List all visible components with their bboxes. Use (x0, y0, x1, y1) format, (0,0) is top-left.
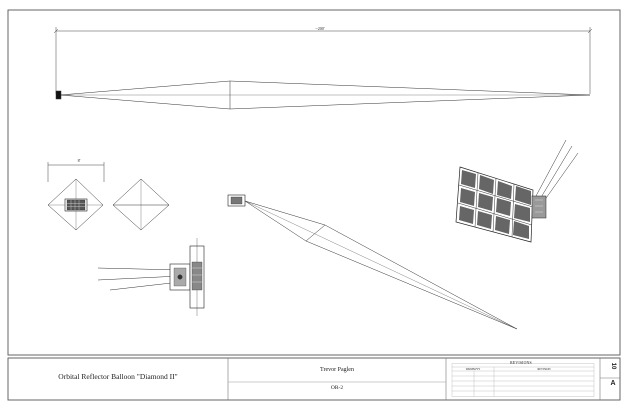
title-block-border (7, 357, 621, 401)
drawing-number: OR-2 (330, 385, 344, 391)
revisions-table (451, 363, 595, 397)
revisions-heading: REVISIONS (510, 360, 532, 365)
solar-array-detail (455, 139, 579, 243)
drawing-title: Orbital Reflector Balloon "Diamond II" (58, 372, 178, 381)
front-view-diamond (47, 178, 104, 231)
perspective-view-diamond (227, 194, 518, 330)
overall-dimension-line (53, 27, 593, 94)
sheet-code: A (610, 380, 616, 387)
side-view-diamond (55, 80, 591, 110)
author-name: Trevor Paglen (320, 367, 354, 373)
revisions-column-date: DD/MM/YY (465, 367, 481, 371)
rear-view-diamond (112, 178, 170, 231)
small-dimension-label: 8' (77, 158, 81, 163)
overall-dimension-label: ~200' (315, 26, 325, 31)
bus-side-detail (97, 238, 205, 316)
small-dimension-line (47, 162, 105, 182)
sheet-number: 10 (610, 362, 616, 370)
revisions-column-revision: REVISION (537, 367, 551, 371)
outer-border (7, 9, 621, 356)
